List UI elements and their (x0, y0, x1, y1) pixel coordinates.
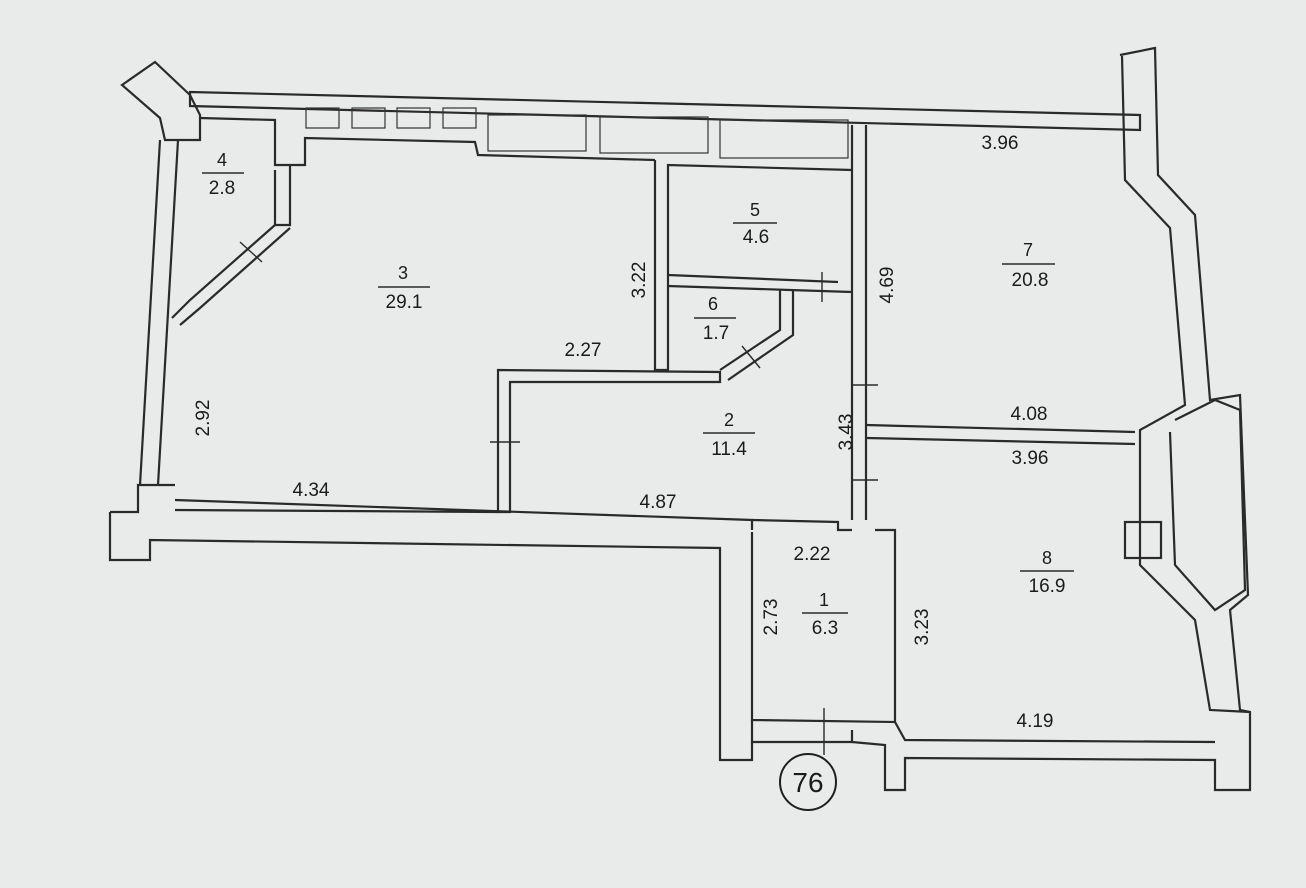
dimension-label: 3.96 (1012, 448, 1049, 469)
dimension-label: 2.92 (193, 400, 214, 437)
room-number: 1 (819, 590, 829, 610)
dimension-label: 2.27 (565, 340, 602, 361)
door-marks (239, 241, 878, 755)
dimension-label: 4.08 (1011, 404, 1048, 425)
dimension-label: 4.19 (1017, 711, 1054, 732)
dimension-label: 4.87 (640, 492, 677, 513)
room-area: 11.4 (711, 439, 747, 460)
room-area: 6.3 (812, 618, 838, 639)
room-number: 2 (724, 410, 734, 430)
room-area: 20.8 (1012, 270, 1049, 291)
dimension-label: 4.69 (877, 267, 898, 304)
room-area: 1.7 (703, 323, 729, 344)
room-area: 29.1 (386, 292, 423, 313)
room-labels: 4 2.8 3 29.1 5 4.6 6 1.7 7 20.8 2 11.4 8… (202, 150, 1074, 639)
top-windows (305, 107, 849, 159)
room-number: 8 (1042, 548, 1052, 568)
room-area: 16.9 (1029, 576, 1066, 597)
apartment-number: 76 (792, 767, 823, 798)
walls (108, 46, 1252, 792)
dimension-labels: 3.96 3.22 4.69 2.27 2.92 4.34 4.87 3.43 … (193, 133, 1053, 732)
room-area: 4.6 (743, 227, 769, 248)
dimension-label: 2.73 (761, 599, 782, 636)
dimension-label: 4.34 (293, 480, 330, 501)
room-number: 7 (1023, 240, 1033, 260)
dimension-label: 3.43 (836, 414, 857, 451)
dimension-label: 2.22 (794, 544, 831, 565)
apartment-number-badge: 76 (779, 753, 837, 811)
dimension-label: 3.96 (982, 133, 1019, 154)
dimension-label: 3.22 (629, 262, 650, 299)
dimension-label: 3.23 (912, 609, 933, 646)
room-number: 3 (398, 263, 408, 283)
room-number: 5 (750, 200, 760, 220)
room-number: 6 (708, 294, 718, 314)
room-number: 4 (217, 150, 227, 170)
room-area: 2.8 (209, 178, 235, 199)
